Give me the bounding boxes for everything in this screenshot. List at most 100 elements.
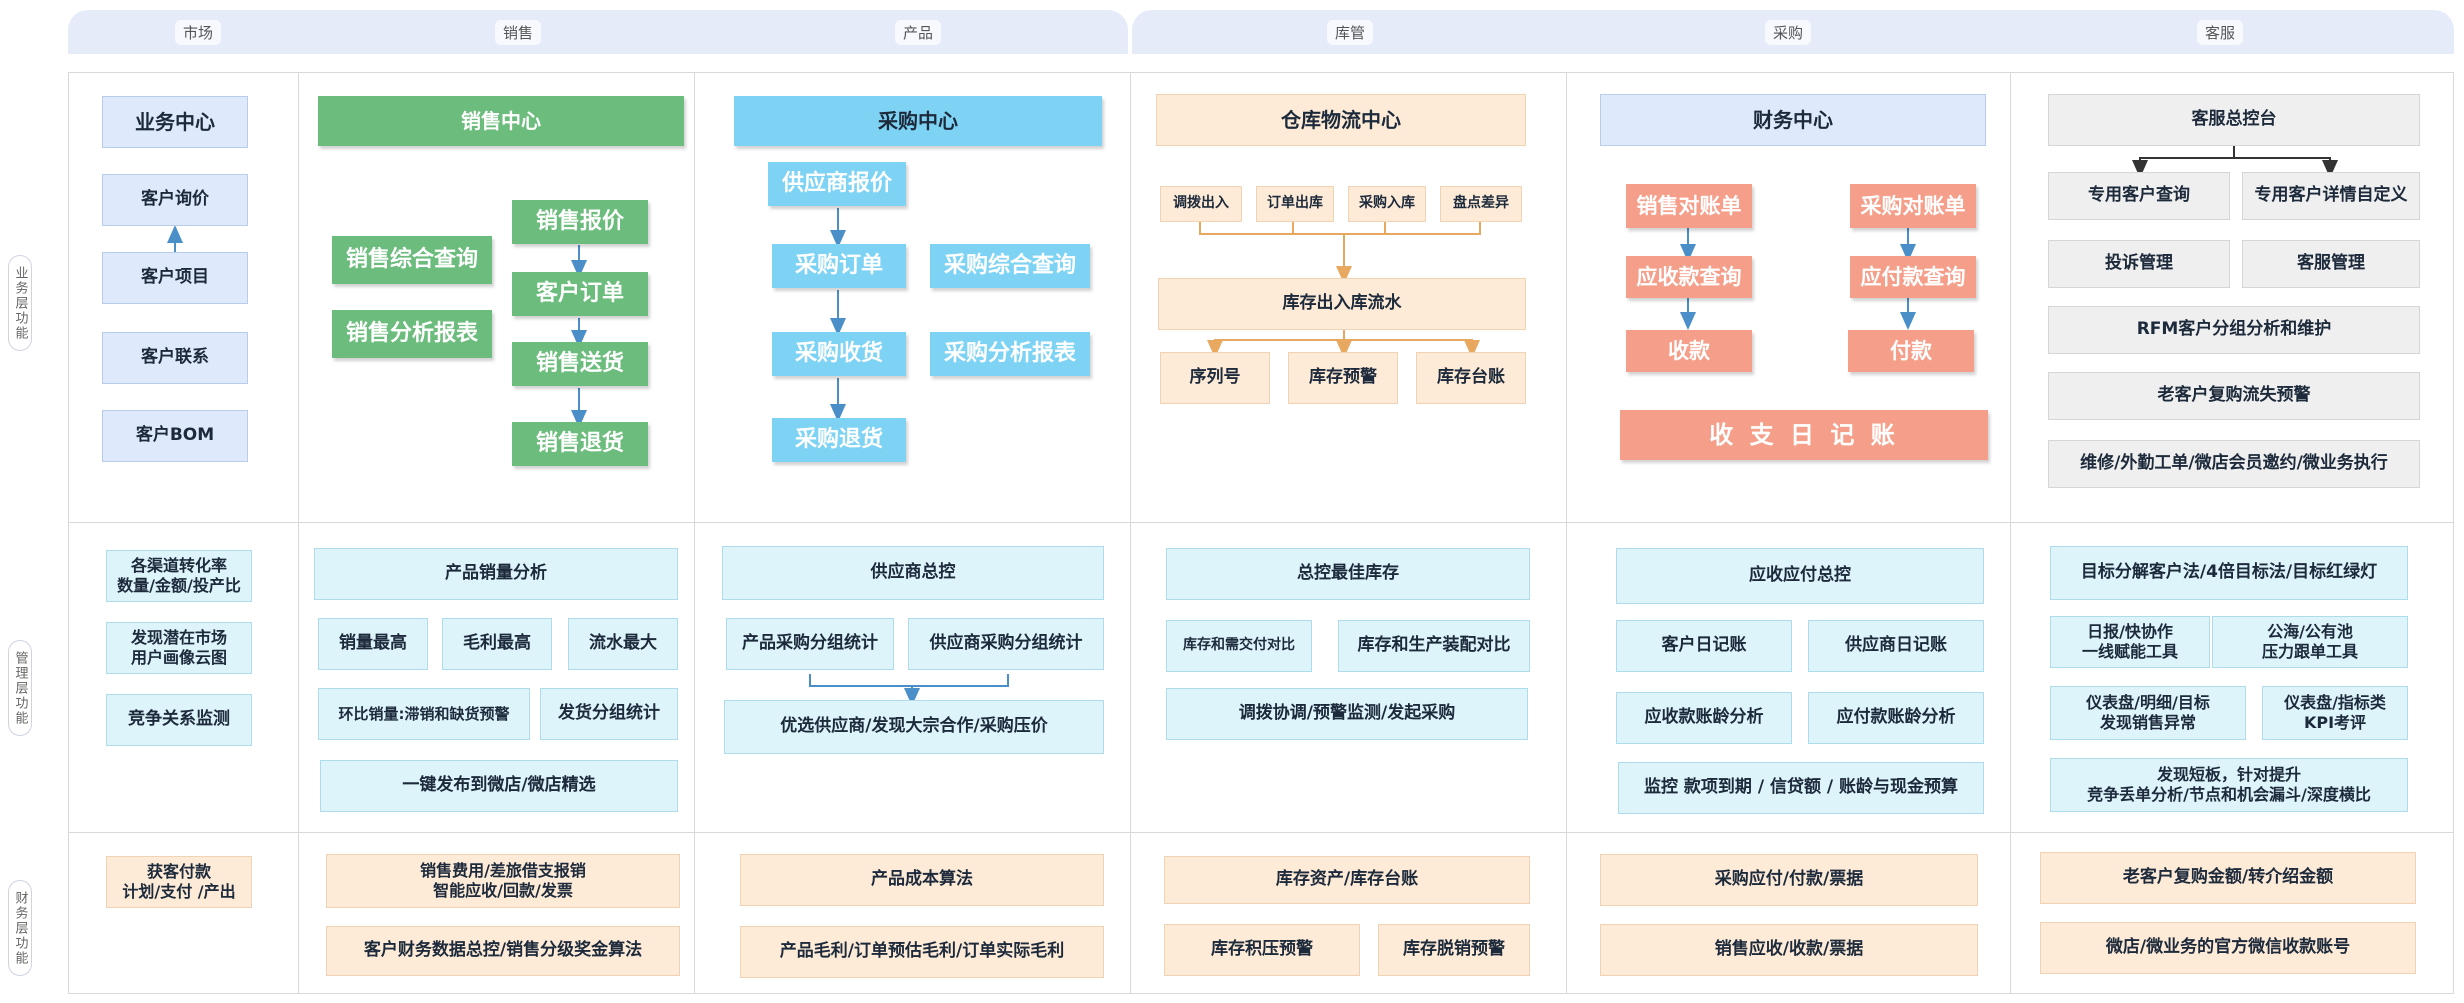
purchase-mgmt-preferred: 优选供应商/发现大宗合作/采购压价 [724, 700, 1104, 754]
finance-title: 财务中心 [1600, 94, 1986, 146]
sales-query: 销售综合查询 [332, 236, 492, 284]
grid-col3 [1130, 72, 1131, 994]
market-mgmt-conversion: 各渠道转化率 数量/金额/投产比 [106, 550, 252, 602]
purchase-return: 采购退货 [772, 418, 906, 462]
finance-mgmt-title: 应收应付总控 [1616, 548, 1984, 604]
finance-mgmt-payable-aging: 应付款账龄分析 [1808, 692, 1984, 744]
sales-report: 销售分析报表 [332, 310, 492, 358]
finance-pay: 付款 [1848, 330, 1974, 372]
sales-mgmt-top-volume: 销量最高 [318, 618, 428, 670]
purchase-mgmt-product-group: 产品采购分组统计 [726, 618, 894, 670]
service-maintenance: 维修/外勤工单/微店会员邀约/微业务执行 [2048, 440, 2420, 488]
warehouse-fin-overstock: 库存积压预警 [1164, 924, 1360, 976]
purchase-order: 采购订单 [772, 244, 906, 288]
purchase-mgmt-supplier-group: 供应商采购分组统计 [908, 618, 1104, 670]
purchase-mgmt-title: 供应商总控 [722, 546, 1104, 600]
finance-receive: 收款 [1626, 330, 1752, 372]
warehouse-title: 仓库物流中心 [1156, 94, 1526, 146]
header-product: 产品 [888, 20, 948, 45]
sales-mgmt-publish: 一键发布到微店/微店精选 [320, 760, 678, 812]
service-mgmt-shortboard: 发现短板，针对提升 竞争丢单分析/节点和机会漏斗/深度横比 [2050, 758, 2408, 812]
purchase-fin-margin: 产品毛利/订单预估毛利/订单实际毛利 [740, 926, 1104, 978]
finance-mgmt-customer-journal: 客户日记账 [1616, 620, 1792, 672]
sales-delivery: 销售送货 [512, 342, 648, 386]
grid-col6 [2453, 72, 2454, 994]
header-sales: 销售 [488, 20, 548, 45]
service-fin-wechat: 微店/微业务的官方微信收款账号 [2040, 922, 2416, 974]
sales-return: 销售退货 [512, 422, 648, 466]
finance-mgmt-receivable-aging: 应收款账龄分析 [1616, 692, 1792, 744]
finance-purchase-statement: 采购对账单 [1850, 184, 1976, 228]
finance-journal: 收 支 日 记 账 [1620, 410, 1988, 460]
grid-row2 [68, 832, 2454, 833]
row-label-management: 管理层功能 [8, 640, 32, 736]
warehouse-purchase-in: 采购入库 [1348, 186, 1426, 222]
service-customer-query: 专用客户查询 [2048, 172, 2230, 220]
finance-sales-statement: 销售对账单 [1626, 184, 1752, 228]
service-service-mgmt: 客服管理 [2242, 240, 2420, 288]
service-customer-custom: 专用客户详情自定义 [2242, 172, 2420, 220]
warehouse-mgmt-delivery: 库存和需交付对比 [1166, 620, 1312, 672]
warehouse-fin-asset: 库存资产/库存台账 [1164, 856, 1530, 904]
warehouse-inventory-diff: 盘点差异 [1440, 186, 1522, 222]
market-item-contact: 客户联系 [102, 332, 248, 384]
service-complaint: 投诉管理 [2048, 240, 2230, 288]
sales-mgmt-mom: 环比销量:滞销和缺货预警 [318, 688, 530, 740]
sales-mgmt-top-flow: 流水最大 [568, 618, 678, 670]
row-label-finance: 财务层功能 [8, 880, 32, 976]
finance-payable-query: 应付款查询 [1850, 256, 1976, 298]
purchase-report: 采购分析报表 [930, 332, 1090, 376]
header-service: 客服 [2190, 20, 2250, 45]
service-churn: 老客户复购流失预警 [2048, 372, 2420, 420]
market-item-bom: 客户BOM [102, 410, 248, 462]
finance-mgmt-monitor: 监控 款项到期 / 信贷额 / 账龄与现金预算 [1618, 762, 1984, 814]
sales-fin-expense: 销售费用/差旅借支报销 智能应收/回款/发票 [326, 854, 680, 908]
service-mgmt-pool: 公海/公有池 压力跟单工具 [2212, 616, 2408, 668]
purchase-receive: 采购收货 [772, 332, 906, 376]
market-mgmt-potential: 发现潜在市场 用户画像云图 [106, 622, 252, 674]
sales-mgmt-top-margin: 毛利最高 [442, 618, 552, 670]
market-item-inquiry: 客户询价 [102, 174, 248, 226]
sales-fin-bonus: 客户财务数据总控/销售分级奖金算法 [326, 926, 680, 976]
grid-col4 [1566, 72, 1567, 994]
sales-order: 客户订单 [512, 272, 648, 316]
purchase-title: 采购中心 [734, 96, 1102, 146]
sales-quote: 销售报价 [512, 200, 648, 244]
finance-mgmt-supplier-journal: 供应商日记账 [1808, 620, 1984, 672]
service-mgmt-dashboard-target: 仪表盘/明细/目标 发现销售异常 [2050, 686, 2246, 740]
service-fin-repurchase: 老客户复购金额/转介绍金额 [2040, 852, 2416, 904]
warehouse-ledger: 库存台账 [1416, 352, 1526, 404]
finance-fin-receivable: 销售应收/收款/票据 [1600, 924, 1978, 976]
header-market: 市场 [168, 20, 228, 45]
market-item-project: 客户项目 [102, 252, 248, 304]
grid-top [68, 72, 2454, 73]
service-rfm: RFM客户分组分析和维护 [2048, 306, 2420, 354]
finance-receivable-query: 应收款查询 [1626, 256, 1752, 298]
market-mgmt-competition: 竞争关系监测 [106, 694, 252, 746]
grid-col5 [2010, 72, 2011, 994]
sales-mgmt-title: 产品销量分析 [314, 548, 678, 600]
purchase-fin-cost: 产品成本算法 [740, 854, 1104, 906]
grid-row1 [68, 522, 2454, 523]
service-mgmt-title: 目标分解客户法/4倍目标法/目标红绿灯 [2050, 546, 2408, 600]
warehouse-mgmt-coordinate: 调拨协调/预警监测/发起采购 [1166, 688, 1528, 740]
grid-col1 [298, 72, 299, 994]
warehouse-mgmt-title: 总控最佳库存 [1166, 548, 1530, 600]
row-label-business: 业务层功能 [8, 255, 32, 351]
purchase-query: 采购综合查询 [930, 244, 1090, 288]
warehouse-transfer: 调拨出入 [1160, 186, 1242, 222]
purchase-supplier-quote: 供应商报价 [768, 162, 906, 206]
header-band-left [68, 10, 1128, 54]
sales-title: 销售中心 [318, 96, 684, 146]
service-title: 客服总控台 [2048, 94, 2420, 146]
grid-bottom [68, 993, 2454, 994]
service-mgmt-daily: 日报/快协作 一线赋能工具 [2050, 616, 2210, 668]
market-fin-acquisition: 获客付款 计划/支付 /产出 [106, 856, 252, 908]
sales-mgmt-shipping-group: 发货分组统计 [540, 688, 678, 740]
grid-col2 [694, 72, 695, 994]
grid-col0 [68, 72, 69, 994]
warehouse-order-out: 订单出库 [1256, 186, 1334, 222]
warehouse-fin-stockout: 库存脱销预警 [1378, 924, 1530, 976]
warehouse-mgmt-production: 库存和生产装配对比 [1338, 620, 1530, 672]
finance-fin-payable: 采购应付/付款/票据 [1600, 854, 1978, 906]
